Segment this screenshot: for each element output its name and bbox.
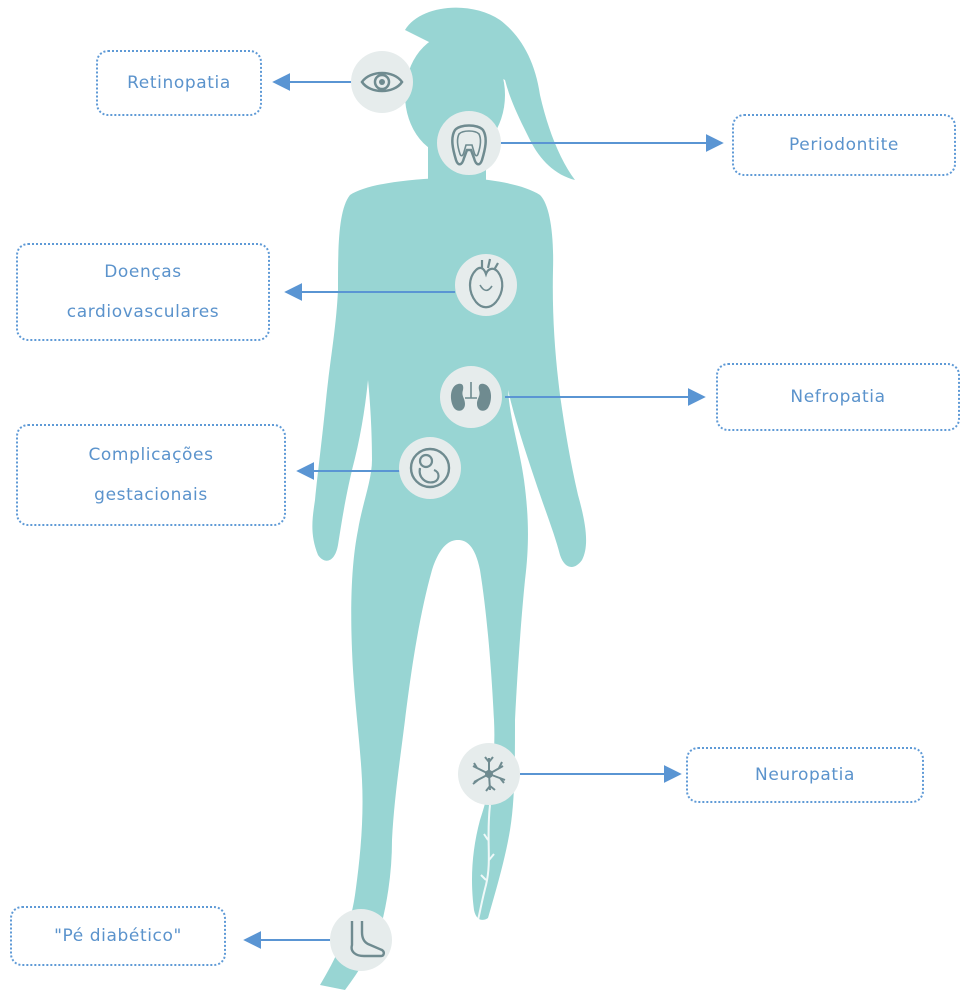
- label-nefropatia: Nefropatia: [716, 363, 960, 431]
- fetus-icon: [399, 437, 461, 499]
- label-retinopatia: Retinopatia: [96, 50, 262, 116]
- tooth-icon: [437, 111, 501, 175]
- nerve-cell-icon: [458, 743, 520, 805]
- label-neuropatia-text: Neuropatia: [755, 755, 855, 795]
- eye-icon: [351, 51, 413, 113]
- label-retinopatia-text: Retinopatia: [127, 63, 231, 103]
- label-pe-diabetico-text: "Pé diabético": [54, 916, 182, 956]
- label-pe-diabetico: "Pé diabético": [10, 906, 226, 966]
- label-periodontite: Periodontite: [732, 114, 956, 176]
- heart-icon: [455, 254, 517, 316]
- label-doencas-cardiovasculares: Doenças cardiovasculares: [16, 243, 270, 341]
- label-doencas-line2: cardiovasculares: [67, 292, 220, 332]
- label-complicacoes-gestacionais: Complicações gestacionais: [16, 424, 286, 526]
- label-complicacoes-line1: Complicações: [88, 435, 213, 475]
- label-nefropatia-text: Nefropatia: [790, 377, 885, 417]
- label-periodontite-text: Periodontite: [789, 125, 899, 165]
- kidneys-icon: [440, 366, 502, 428]
- label-doencas-line1: Doenças: [67, 252, 220, 292]
- foot-icon: [330, 909, 392, 971]
- label-neuropatia: Neuropatia: [686, 747, 924, 803]
- label-complicacoes-line2: gestacionais: [88, 475, 213, 515]
